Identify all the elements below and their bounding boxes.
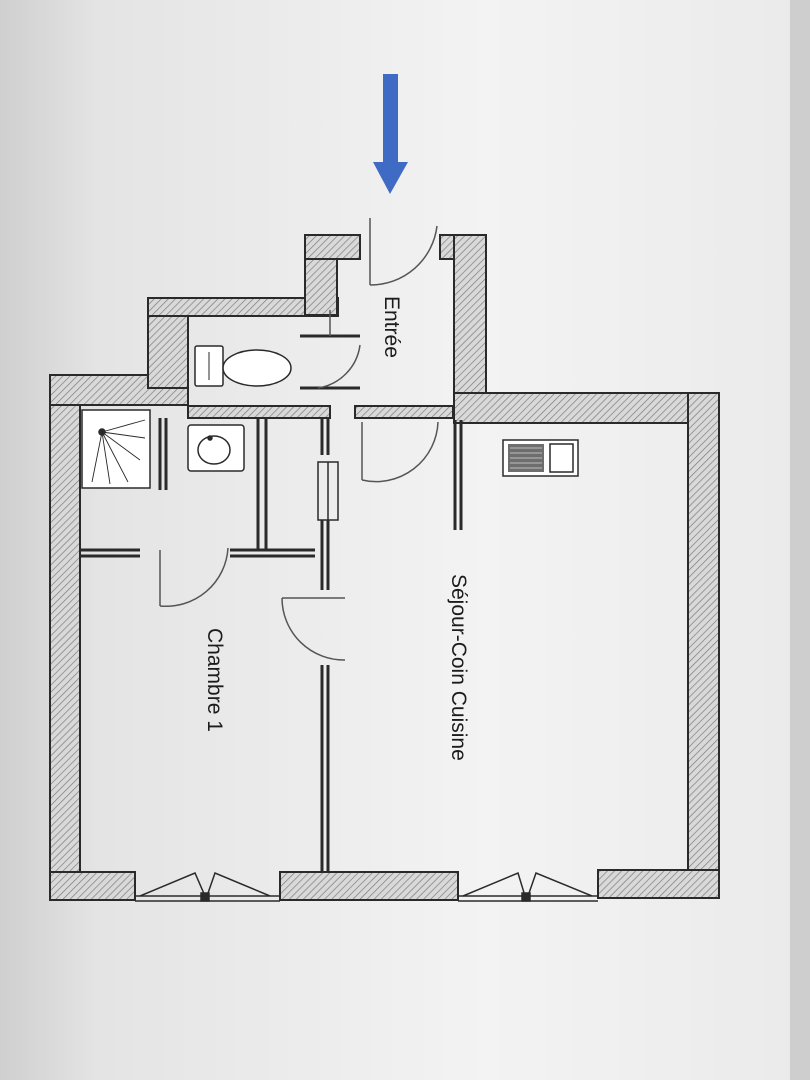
kitchen-sink-icon — [502, 439, 579, 477]
bedroom-door — [281, 597, 346, 661]
living-door — [361, 421, 439, 483]
wc-door — [317, 310, 361, 389]
windows — [135, 871, 598, 902]
bathroom-door — [159, 547, 229, 608]
doors — [159, 218, 439, 661]
room-label-bedroom: Chambre 1 — [203, 628, 226, 732]
exterior-walls — [49, 234, 720, 901]
interior-partitions — [80, 334, 463, 872]
entry-door — [369, 218, 438, 286]
bedroom-window — [135, 872, 280, 902]
room-label-living-kitchen: Séjour-Coin Cuisine — [447, 574, 470, 761]
living-window — [458, 871, 598, 902]
room-label-entry: Entrée — [380, 296, 403, 358]
shower-icon — [81, 409, 151, 489]
down-arrow-icon — [373, 74, 408, 194]
washbasin-icon — [187, 424, 245, 472]
closet — [317, 461, 339, 521]
toilet-icon — [194, 345, 292, 387]
